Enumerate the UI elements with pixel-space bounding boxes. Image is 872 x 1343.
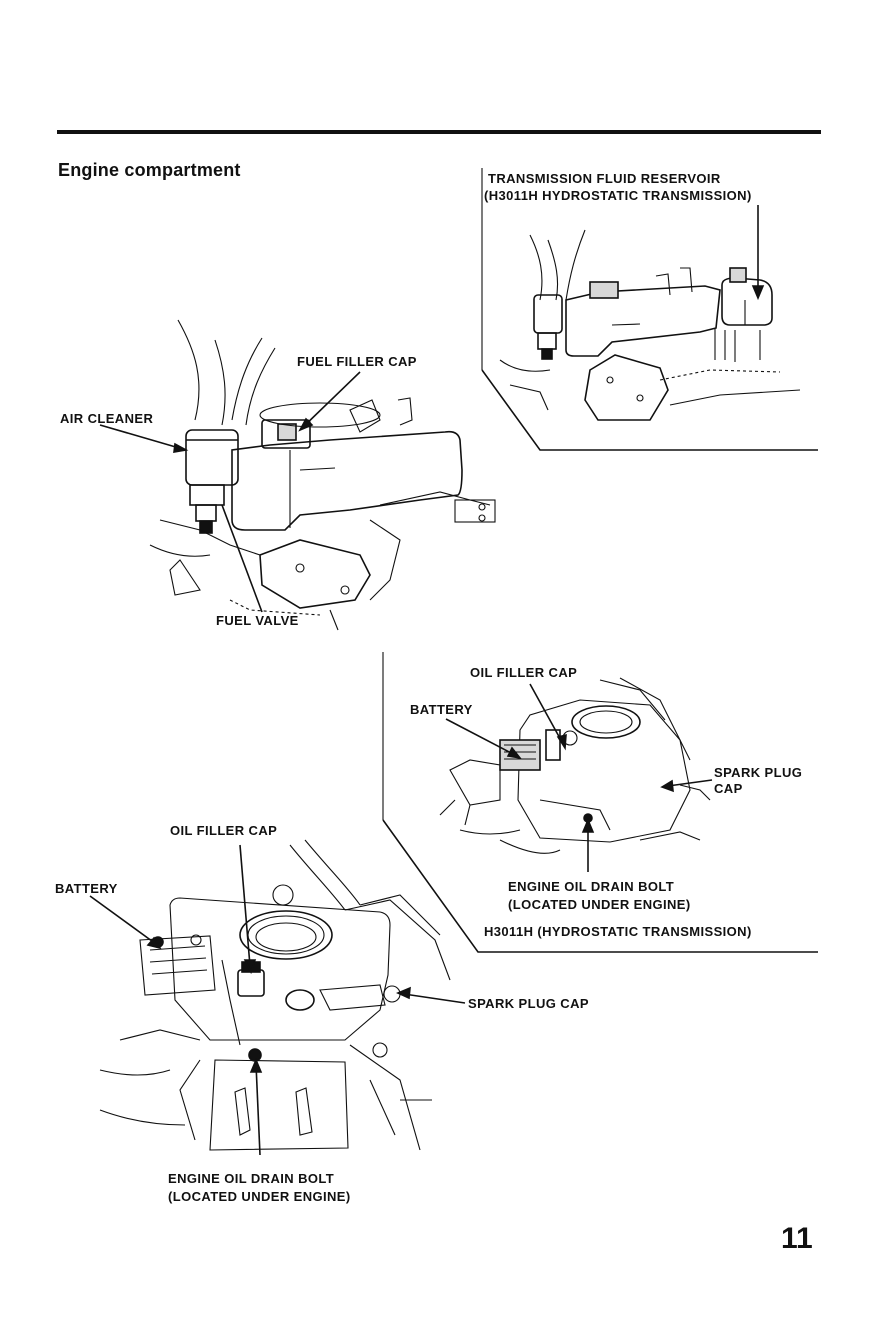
transmission-reservoir-illustration (481, 168, 818, 451)
standard-engine-illustration (89, 839, 466, 1156)
transmission-reservoir-label-line1: TRANSMISSION FLUID RESERVOIR (488, 171, 721, 186)
oil-filler-cap-label: OIL FILLER CAP (170, 823, 278, 838)
page-number: 11 (781, 1222, 813, 1255)
engine-oil-drain-bolt-label-line1: ENGINE OIL DRAIN BOLT (168, 1171, 335, 1186)
engine-oil-drain-bolt-label-line2: (LOCATED UNDER ENGINE) (168, 1189, 351, 1204)
air-cleaner-label: AIR CLEANER (60, 411, 154, 426)
engine-oil-drain-bolt-label-hst-line1: ENGINE OIL DRAIN BOLT (508, 879, 675, 894)
spark-plug-cap-label-hst-line1: SPARK PLUG (714, 765, 803, 780)
hydrostatic-model-note: H3011H (HYDROSTATIC TRANSMISSION) (484, 924, 752, 939)
battery-label-hst: BATTERY (410, 702, 473, 717)
fuel-filler-cap-label: FUEL FILLER CAP (297, 354, 417, 369)
engine-oil-drain-bolt-label-hst-line2: (LOCATED UNDER ENGINE) (508, 897, 691, 912)
spark-plug-cap-label: SPARK PLUG CAP (468, 996, 589, 1011)
spark-plug-cap-label-hst-line2: CAP (714, 781, 743, 796)
fuel-system-illustration (99, 319, 496, 631)
header-rule (57, 130, 821, 134)
battery-label: BATTERY (55, 881, 118, 896)
section-title: Engine compartment (58, 160, 241, 180)
transmission-reservoir-label-line2: (H3011H HYDROSTATIC TRANSMISSION) (484, 188, 752, 203)
fuel-valve-label: FUEL VALVE (216, 613, 299, 628)
hydrostatic-engine-illustration (382, 652, 818, 953)
oil-filler-cap-label-hst: OIL FILLER CAP (470, 665, 578, 680)
